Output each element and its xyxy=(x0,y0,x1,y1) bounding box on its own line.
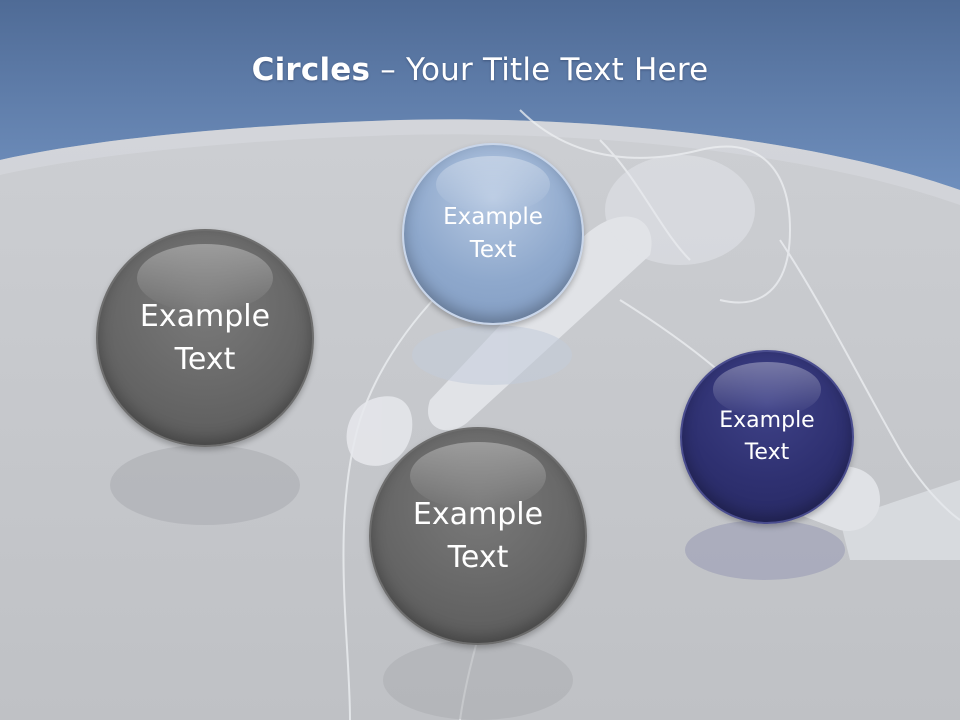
circle-right-label: Example Text xyxy=(719,408,815,465)
circle-gloss xyxy=(409,441,547,511)
reflection xyxy=(383,640,573,720)
circle-left-label: Example Text xyxy=(139,298,271,378)
circle-top-center: Example Text xyxy=(402,143,584,325)
circle-bottom-center-label: Example Text xyxy=(412,496,544,576)
circle-gloss xyxy=(436,155,550,213)
circle-right: Example Text xyxy=(680,350,854,524)
circle-top-center-label: Example Text xyxy=(443,203,543,263)
circle-bottom-center: Example Text xyxy=(369,427,587,645)
slide-title-rest: – Your Title Text Here xyxy=(370,52,709,88)
reflection xyxy=(412,325,572,385)
circle-left: Example Text xyxy=(96,229,314,447)
reflection xyxy=(685,520,845,580)
slide-title: Circles – Your Title Text Here xyxy=(0,52,960,88)
circle-gloss xyxy=(136,243,274,313)
reflection xyxy=(110,445,300,525)
slide-title-bold: Circles xyxy=(251,52,371,88)
circle-gloss xyxy=(712,362,822,417)
